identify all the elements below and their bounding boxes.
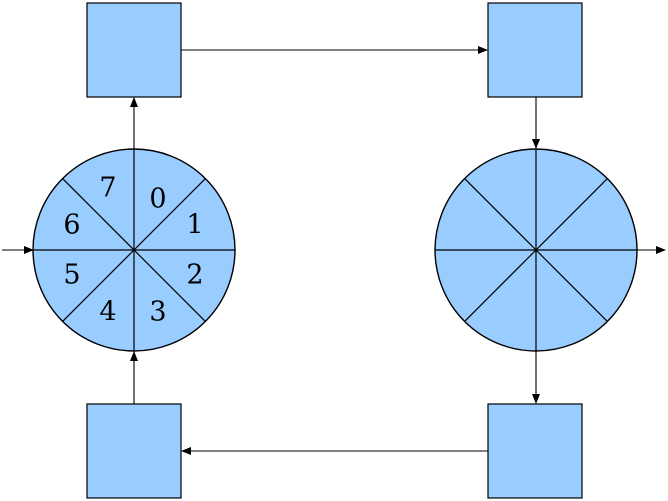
- box-bottom-left: [86, 403, 182, 499]
- box-top-right: [487, 2, 583, 98]
- right-wheel-spoke-diagonal-b: [464, 178, 608, 322]
- sector-label-6: 6: [63, 210, 80, 241]
- box-bottom-right: [487, 403, 583, 499]
- sector-label-4: 4: [99, 297, 116, 328]
- box-top-left: [86, 2, 182, 98]
- right-wheel: [434, 148, 638, 352]
- sector-label-2: 2: [186, 260, 203, 291]
- sector-label-1: 1: [186, 210, 203, 241]
- sector-label-7: 7: [99, 173, 116, 204]
- left-wheel-spoke-diagonal-b: [62, 178, 206, 322]
- sector-label-3: 3: [149, 297, 166, 328]
- sector-label-5: 5: [63, 260, 80, 291]
- left-wheel: 0 1 2 3 4 5 6 7: [32, 148, 236, 352]
- sector-label-0: 0: [149, 184, 166, 215]
